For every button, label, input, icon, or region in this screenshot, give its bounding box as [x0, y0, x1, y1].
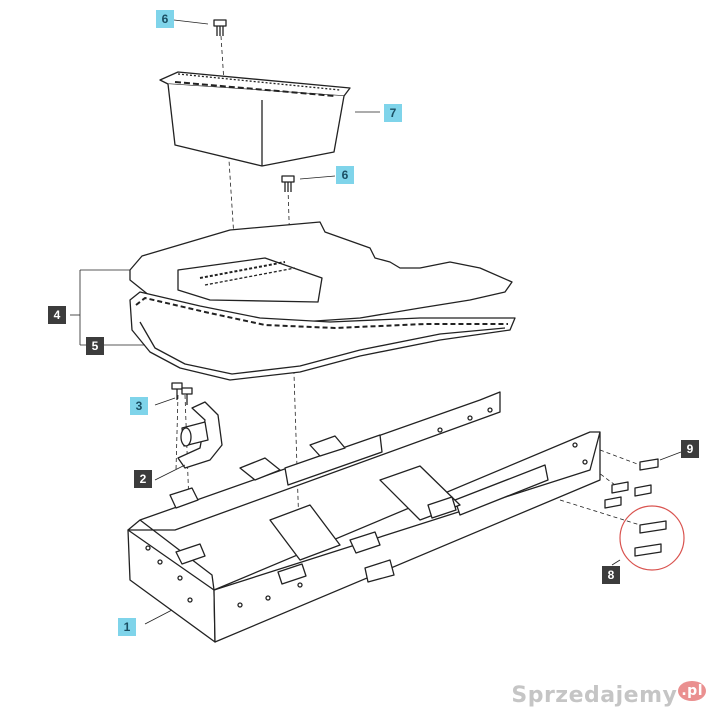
callout-leaders [70, 19, 682, 625]
bolts-part-8 [619, 505, 685, 571]
callout-9: 9 [681, 440, 699, 458]
callout-2: 2 [134, 470, 152, 488]
bracket-part-2 [177, 401, 223, 469]
bolt-6-middle [281, 175, 295, 192]
frame-part-1 [127, 391, 601, 643]
callout-8: 8 [602, 566, 620, 584]
bolts-part-9 [604, 458, 659, 509]
callout-4: 4 [48, 306, 66, 324]
callout-1: 1 [118, 618, 136, 636]
bolt-6-top [213, 19, 227, 36]
callout-6-middle: 6 [336, 166, 354, 184]
rubber-mat-part-5 [129, 291, 516, 381]
watermark-suffix: .pl [678, 681, 706, 701]
watermark: Sprzedajemy.pl [511, 681, 706, 708]
bolts-part-3 [171, 382, 193, 405]
floor-plate-part-4 [129, 221, 513, 323]
callout-3: 3 [130, 397, 148, 415]
callout-6-top: 6 [156, 10, 174, 28]
watermark-text: Sprzedajemy [511, 683, 678, 708]
tray-part-7 [159, 71, 351, 167]
callout-5: 5 [86, 337, 104, 355]
callout-7: 7 [384, 104, 402, 122]
